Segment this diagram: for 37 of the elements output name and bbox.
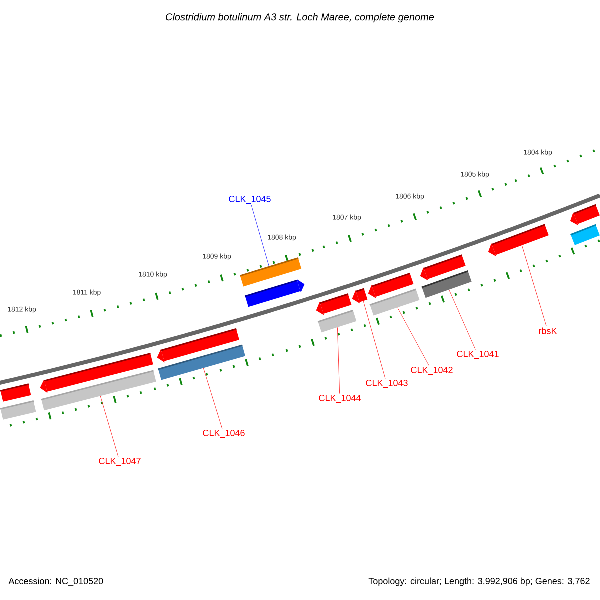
gene-label: CLK_1042 [411,366,453,376]
gene-feature [240,258,302,287]
gene-feature [0,400,36,420]
title: Clostridium botulinum A3 str. Loch Maree, complete genome [166,13,434,23]
leader-line [251,205,270,268]
gene-feature [41,370,156,411]
leader-line [398,308,430,366]
gene-feature [370,288,420,316]
gene-feature [244,279,305,308]
leader-line [522,245,547,327]
gene-label: CLK_1047 [99,458,141,466]
gene-label: CLK_1041 [457,350,499,360]
gene-feature [368,272,414,298]
gene-feature [420,254,466,281]
gene-feature [488,224,549,257]
gene-label: CLK_1044 [319,394,361,404]
gene-feature [422,270,472,298]
leader-line [449,290,476,350]
gene-feature [157,328,240,363]
leader-line [338,328,340,394]
gene-feature [570,204,600,226]
gene-feature [0,384,32,402]
leader-line [100,396,119,457]
gene-feature [158,344,246,380]
gene-feature [316,294,352,316]
gene-feature [40,352,154,394]
gene-feature [352,288,368,304]
gene-label: CLK_1043 [366,380,408,388]
genome-summary: Topology: circular; Length: 3,992,906 bp; Genes: 3,762 [368,578,590,586]
gene-feature [318,310,357,333]
gene-label: CLK_1045 [229,196,271,204]
gene-feature [570,224,600,246]
leader-line [204,368,223,429]
gene-label: rbsK [539,328,558,334]
accession-text: Accession: NC_010520 [8,578,104,586]
gene-label: CLK_1046 [203,430,245,438]
leader-line [363,301,386,379]
